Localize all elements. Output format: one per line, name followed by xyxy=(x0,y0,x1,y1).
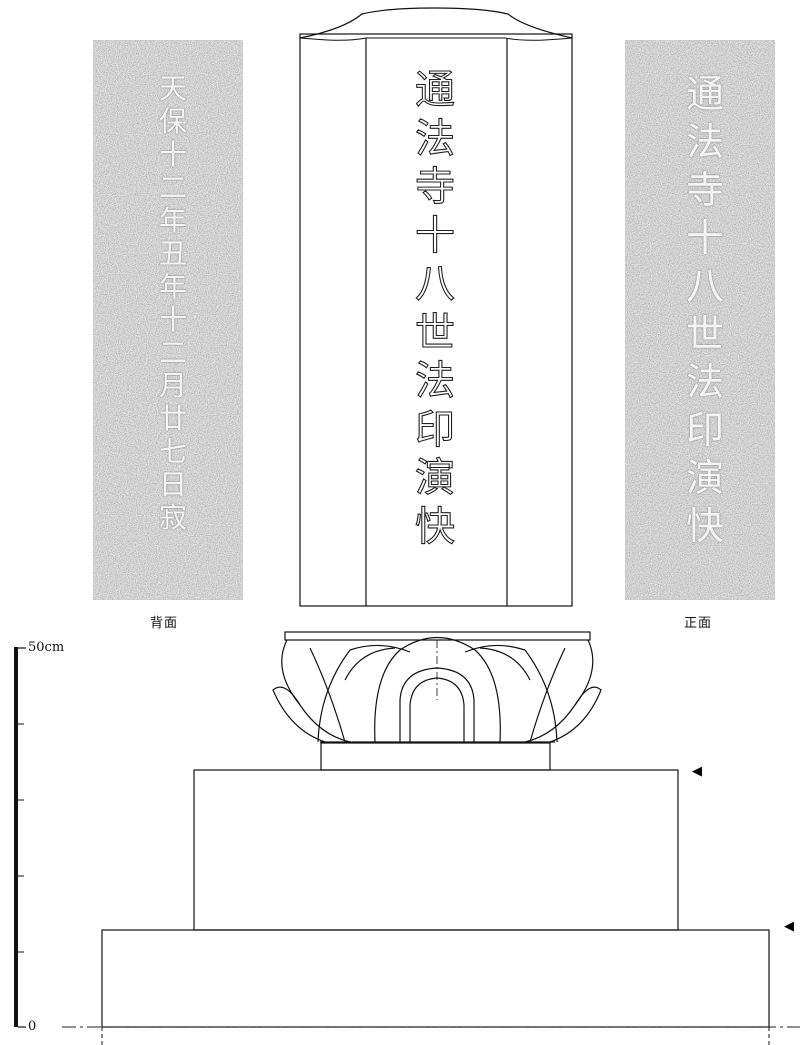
front-rub-char: 法 xyxy=(685,120,724,164)
back-char: 日 xyxy=(158,468,187,501)
level-marker-lower: ◀ xyxy=(784,919,794,934)
back-char: 月 xyxy=(158,369,187,402)
front-rubbing-inscription: 通 法 寺 十 八 世 法 印 演 快 xyxy=(675,75,735,555)
back-char: 十 xyxy=(158,138,187,171)
back-caption: 背面 xyxy=(150,616,179,631)
stele-char: 快 xyxy=(414,503,455,550)
back-char: 年 xyxy=(158,204,187,237)
stele-char: 世 xyxy=(414,309,455,356)
scale-bottom-label: 0 xyxy=(28,1019,37,1034)
stele-body xyxy=(299,33,573,607)
front-rub-char: 通 xyxy=(685,72,724,116)
stele-char: 十 xyxy=(414,212,455,259)
front-rub-char: 演 xyxy=(685,456,724,500)
stele-char: 法 xyxy=(414,358,455,404)
base-stone-lower xyxy=(101,929,770,1028)
scale-top-label: 50cm xyxy=(28,640,65,655)
back-char: 寂 xyxy=(158,501,187,534)
stele-cap xyxy=(299,7,573,39)
front-rub-char: 法 xyxy=(685,360,724,404)
front-rubbing xyxy=(625,40,775,600)
back-char: 二 xyxy=(158,336,187,369)
stele-char: 法 xyxy=(414,115,455,162)
front-caption: 正面 xyxy=(684,616,713,631)
back-char: 二 xyxy=(158,171,187,204)
stele-char: 寺 xyxy=(414,164,455,210)
back-char: 廿 xyxy=(158,402,187,435)
back-char: 丑 xyxy=(158,237,187,270)
back-inscription-col1: 天 保 十 二 年 丑 年 十 二 月 廿 七 日 寂 xyxy=(148,75,198,537)
scale-bar xyxy=(14,647,26,1028)
stele-char: 演 xyxy=(414,455,455,501)
stele-char: 印 xyxy=(414,406,455,453)
front-rub-char: 八 xyxy=(685,264,724,308)
front-rub-char: 世 xyxy=(685,312,724,356)
back-char: 年 xyxy=(158,270,187,303)
stele-char: 八 xyxy=(414,261,455,307)
stele-char: 通 xyxy=(414,67,455,113)
front-rub-char: 十 xyxy=(685,216,724,260)
level-marker-upper: ◀ xyxy=(692,764,702,779)
front-rub-char: 快 xyxy=(685,504,724,548)
stele-inscription: 通 法 寺 十 八 世 法 印 演 快 xyxy=(368,70,502,555)
lotus-plinth xyxy=(320,742,551,771)
front-rub-char: 寺 xyxy=(685,168,724,212)
base-stone-upper xyxy=(193,769,679,931)
back-char: 十 xyxy=(158,303,187,336)
back-char: 七 xyxy=(158,435,187,468)
back-rubbing xyxy=(93,40,243,600)
lotus-pedestal xyxy=(272,631,602,743)
back-char: 保 xyxy=(158,105,187,138)
front-rub-char: 印 xyxy=(685,408,724,452)
back-char: 天 xyxy=(158,72,187,105)
